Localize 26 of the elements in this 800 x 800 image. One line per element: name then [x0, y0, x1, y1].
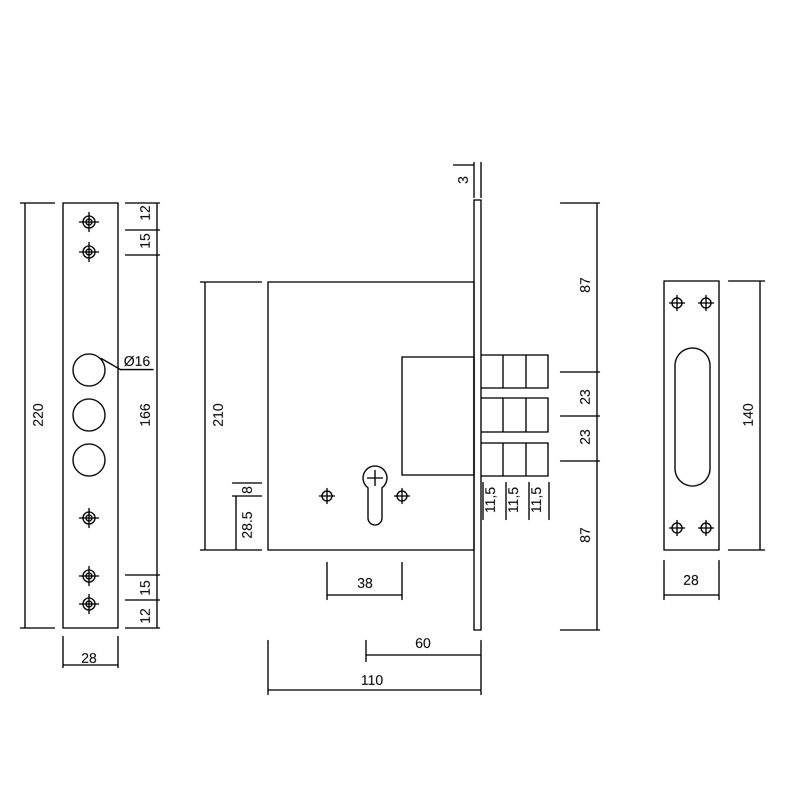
dimension-label: 23 — [580, 390, 590, 404]
dimension-label: 28 — [82, 653, 96, 663]
dimension-label: 140 — [743, 404, 753, 426]
dimension-label: 110 — [362, 675, 383, 685]
dimension-label: 11,5 — [508, 488, 520, 512]
dimension-label: 38 — [358, 578, 372, 588]
mounting-hole — [72, 353, 106, 387]
dimension-label: 60 — [416, 638, 430, 648]
dimension-label: 15 — [140, 234, 150, 248]
dimension-label: 12 — [140, 608, 150, 623]
dimension-label: 15 — [140, 580, 150, 595]
dimension-label: 8 — [242, 486, 252, 494]
dimension-label: 11,5 — [485, 488, 497, 512]
dimension-label: 23 — [580, 430, 590, 444]
dimension-label: 28.5 — [242, 512, 252, 538]
dimension-label: Ø16 — [124, 356, 150, 366]
dimension-label: 220 — [33, 404, 43, 426]
dimension-label: 3 — [458, 176, 468, 184]
leader-line — [100, 358, 154, 370]
dimension-label: 28 — [684, 575, 698, 585]
dimension-label: 12 — [140, 206, 150, 220]
dimension-label: 166 — [140, 404, 150, 426]
dimension-label: 11,5 — [531, 488, 543, 512]
dimension-label: 87 — [580, 278, 590, 292]
dimension-label: 87 — [580, 528, 590, 542]
dimension-label: 210 — [213, 404, 223, 426]
